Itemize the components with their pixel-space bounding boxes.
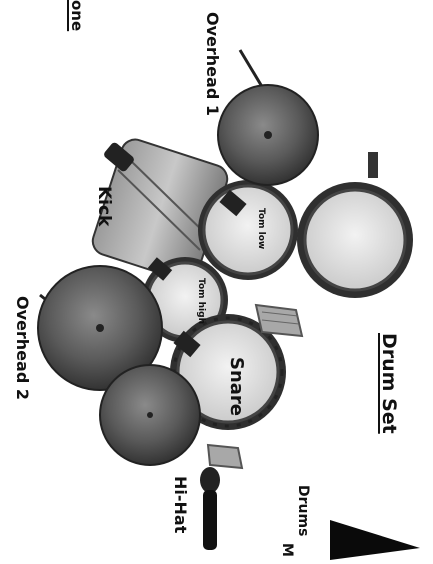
- label-tom-high: Tom high: [196, 278, 206, 324]
- tom-low: [198, 180, 298, 280]
- hihat-pedal: [206, 443, 244, 470]
- label-edge-partial: one: [68, 0, 86, 32]
- label-kick: Kick: [94, 186, 114, 227]
- cymbal-top: [217, 49, 319, 186]
- kick-pedal: [254, 303, 304, 338]
- label-overhead-1: Overhead 1: [203, 12, 222, 116]
- floor-tom: [297, 152, 413, 298]
- mic-clip-kick: [104, 142, 134, 172]
- label-snare: Snare: [226, 357, 247, 417]
- triangle-shape: [330, 520, 420, 560]
- label-drums-partial: Drums: [295, 485, 311, 537]
- hihat-cymbal: [99, 364, 201, 466]
- label-overhead-2: Overhead 2: [13, 296, 32, 400]
- label-m-partial: M: [279, 543, 295, 557]
- microphone-icon: [200, 467, 220, 550]
- label-drum-set: Drum Set: [378, 333, 400, 434]
- cymbal-left: [37, 265, 163, 391]
- label-hi-hat: Hi-Hat: [171, 476, 190, 534]
- label-tom-low: Tom low: [256, 208, 266, 250]
